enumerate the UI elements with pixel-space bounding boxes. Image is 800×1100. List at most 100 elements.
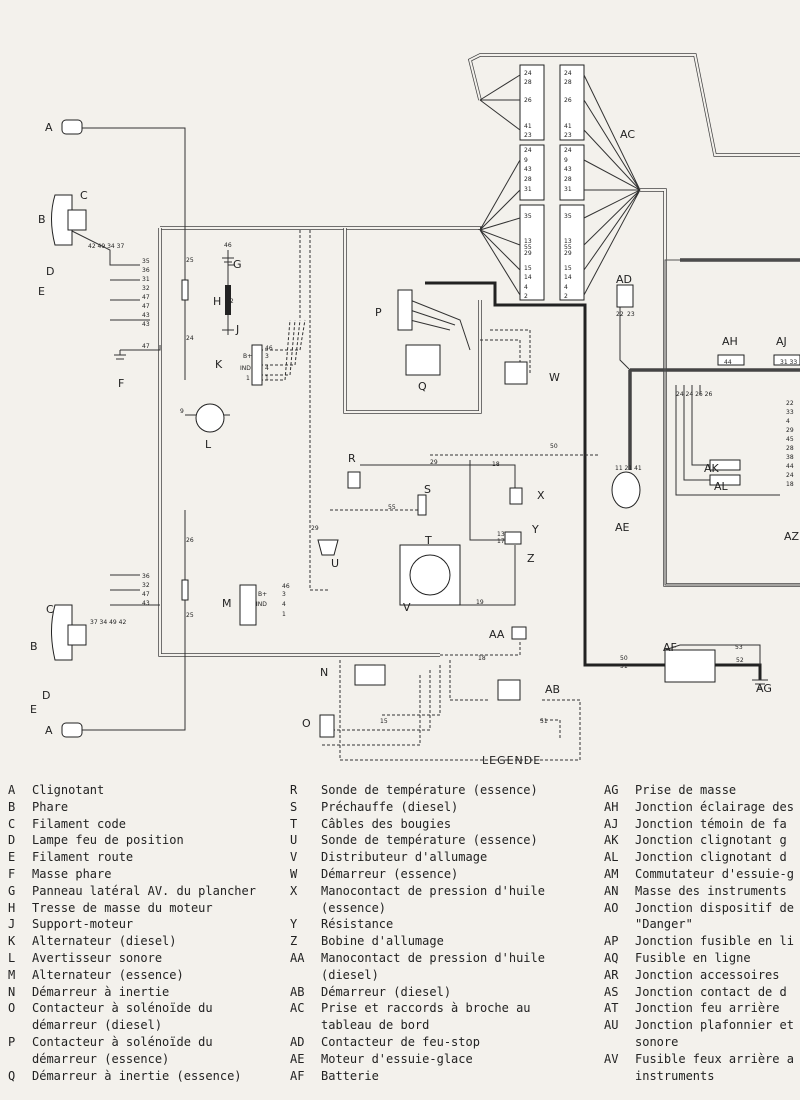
svg-text:4: 4 — [282, 601, 286, 608]
label-AL: AL — [714, 480, 729, 493]
label-AD: AD — [616, 273, 632, 286]
ac-pin-number: 41 — [564, 123, 572, 130]
label-L: L — [205, 438, 212, 451]
label-H: H — [213, 295, 221, 308]
legend-code: AM — [604, 866, 619, 881]
legend-code: AJ — [604, 816, 619, 831]
ac-pin-number: 55 — [524, 244, 532, 251]
legend-text: Batterie — [321, 1068, 379, 1083]
label-S: S — [424, 483, 431, 496]
wire-numbers: 25 24 26 25 9 47 46 52 29 18 55 29 50 13… — [88, 70, 797, 725]
legend-text: Jonction témoin de fa — [635, 816, 787, 831]
label-AA: AA — [489, 628, 505, 641]
wires-left — [69, 127, 234, 731]
ac-pin-number: 41 — [524, 123, 532, 130]
label-V: V — [403, 601, 411, 614]
legend-code: J — [8, 917, 16, 932]
legend-text: Avertisseur sonore — [32, 950, 163, 965]
legend-text: Contacteur de feu-stop — [321, 1034, 480, 1049]
ac-pin-number: 15 — [524, 265, 532, 272]
legend-code: F — [8, 866, 16, 881]
legend-text: Contacteur à solénoïde du démarreur (ess… — [32, 1034, 213, 1066]
legend-text: Jonction clignotant g — [635, 833, 787, 848]
ac-pin-number: 28 — [524, 79, 532, 86]
legend-code: AB — [290, 984, 305, 999]
wiring-diagram: A B C D E F G H J K L M N O P Q R S T U … — [30, 53, 800, 761]
az-pin-number: 18 — [786, 481, 794, 488]
legend-text: Sonde de température (essence) — [321, 783, 538, 797]
label-C-top: C — [80, 189, 88, 202]
legend-text: Jonction fusible en li — [635, 934, 794, 949]
legend-code: Q — [8, 1068, 16, 1083]
legend-text: Sonde de température (essence) — [321, 833, 538, 848]
ac-pin-number: 28 — [564, 79, 572, 86]
az-pin-number: 38 — [786, 454, 794, 461]
legend-code: AV — [604, 1051, 619, 1066]
legend-code: AE — [290, 1051, 305, 1066]
svg-text:37 34 49 42: 37 34 49 42 — [90, 619, 126, 626]
az-pin-number: 29 — [786, 427, 794, 434]
ac-pin-number: 43 — [564, 166, 572, 173]
svg-text:IND: IND — [240, 365, 251, 372]
svg-text:25: 25 — [186, 612, 194, 619]
svg-text:13: 13 — [497, 531, 505, 538]
label-R: R — [348, 452, 356, 465]
legend-code: T — [290, 816, 298, 831]
legend-text: Manocontact de pression d'huile (diesel) — [321, 950, 545, 982]
svg-text:36: 36 — [142, 573, 150, 580]
legend-code: V — [290, 850, 298, 865]
svg-text:35: 35 — [142, 258, 150, 265]
svg-text:51: 51 — [540, 718, 548, 725]
ac-pin-number: 9 — [564, 157, 568, 164]
legend-code: AN — [604, 883, 619, 898]
label-C-bot: C — [46, 603, 54, 616]
legend-text: Tresse de masse du moteur — [32, 900, 213, 915]
svg-text:29: 29 — [311, 525, 319, 532]
label-AG: AG — [756, 682, 772, 695]
svg-text:24: 24 — [186, 335, 194, 342]
label-F: F — [118, 377, 124, 390]
svg-text:23: 23 — [627, 311, 635, 318]
label-K: K — [215, 358, 223, 371]
legend-code: AH — [604, 799, 619, 814]
legend-text: Alternateur (diesel) — [32, 934, 177, 949]
svg-text:4: 4 — [265, 365, 269, 372]
svg-text:47: 47 — [142, 343, 150, 350]
ac-pin-number: 31 — [564, 186, 572, 193]
label-AK: AK — [704, 462, 720, 475]
legend-item-aj: AJ Jonction témoin de fa — [604, 816, 800, 833]
legend-text: Masse des instruments — [635, 883, 787, 898]
ac-pin-number: 13 — [524, 238, 532, 245]
label-AJ: AJ — [776, 335, 787, 348]
svg-text:18: 18 — [492, 461, 500, 468]
label-D-bot: D — [42, 689, 50, 702]
ac-pin-number: 29 — [524, 250, 532, 257]
svg-text:43: 43 — [142, 321, 150, 328]
label-AC: AC — [620, 128, 635, 141]
svg-text:42 49 34 37: 42 49 34 37 — [88, 243, 124, 250]
svg-text:9: 9 — [180, 408, 184, 415]
label-W: W — [549, 371, 560, 384]
svg-text:50: 50 — [550, 443, 558, 450]
label-U: U — [331, 557, 339, 570]
legend-text: Préchauffe (diesel) — [321, 799, 459, 814]
svg-text:32: 32 — [142, 285, 150, 292]
az-pin-number: 28 — [786, 445, 794, 452]
ac-pin-number: 13 — [564, 238, 572, 245]
legend-text: Lampe feu de position — [32, 833, 184, 848]
legend-code: E — [8, 850, 16, 865]
